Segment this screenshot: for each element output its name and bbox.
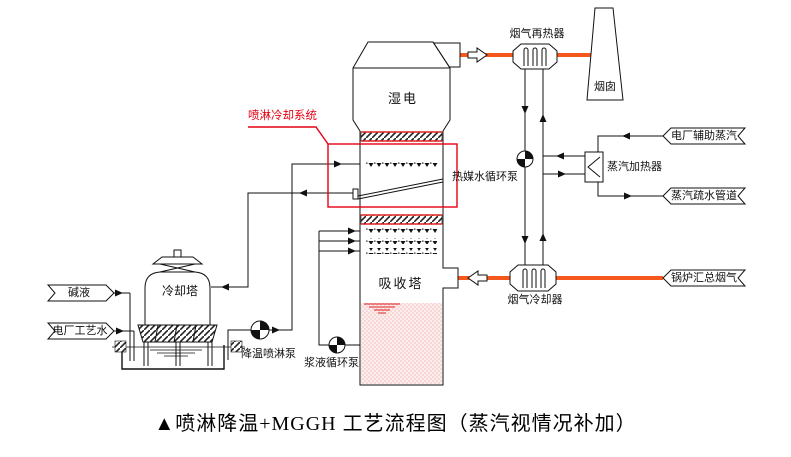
pipe-slurry-circuit bbox=[318, 230, 366, 346]
pipe-steam-drain bbox=[597, 182, 663, 197]
banner-aux-steam-shape bbox=[662, 127, 747, 145]
steam-heater-label: 蒸汽加热器 bbox=[607, 161, 662, 173]
slurry-pump-label: 浆液循环泵 bbox=[304, 357, 359, 369]
cooling-tower-louver bbox=[137, 324, 218, 343]
collector-tray bbox=[352, 178, 444, 200]
spray-cooling-system-label: 喷淋冷却系统 bbox=[248, 110, 317, 122]
reheater-coil bbox=[523, 47, 547, 66]
steam-heater-chevron bbox=[587, 156, 601, 178]
wet-esp-label: 湿电 bbox=[387, 91, 418, 106]
spray-cooling-pump-label: 降温喷淋泵 bbox=[241, 348, 296, 360]
reheater-label: 烟气再热器 bbox=[509, 28, 565, 40]
absorber-label: 吸收塔 bbox=[378, 276, 424, 291]
cooling-tower-label: 冷却塔 bbox=[161, 284, 198, 298]
cooler-label: 烟气冷却器 bbox=[507, 294, 563, 306]
steam-drain-banner-label: 蒸汽疏水管道 bbox=[671, 190, 737, 202]
ground-marks bbox=[112, 340, 245, 353]
red-leader-line bbox=[248, 126, 329, 145]
banner-alkali-shape bbox=[46, 284, 115, 302]
process-water-banner-label: 电厂工艺水 bbox=[52, 325, 108, 337]
cooler-coil bbox=[522, 268, 546, 288]
heat-media-pump-symbol bbox=[516, 150, 534, 168]
aux-steam-banner-label: 电厂辅助蒸汽 bbox=[671, 130, 737, 142]
figure-caption: ▲喷淋降温+MGGH 工艺流程图（蒸汽视情况补加） bbox=[154, 413, 637, 435]
cooling-tower bbox=[112, 249, 245, 370]
wet-esp-roof-slope bbox=[432, 41, 451, 69]
alkali-banner-label: 碱液 bbox=[68, 287, 90, 299]
cooling-tower-legs bbox=[143, 342, 213, 366]
cooling-tower-basin bbox=[121, 345, 225, 370]
chimney-shape bbox=[586, 7, 624, 101]
block-arrow-left-icon bbox=[467, 270, 488, 286]
spray-cooling-annotation bbox=[248, 126, 458, 208]
red-annotation-box bbox=[327, 143, 458, 208]
demister-band-2 bbox=[360, 214, 443, 225]
slurry-pump-symbol bbox=[328, 336, 346, 354]
banner-steam-drain-shape bbox=[662, 187, 747, 205]
demister-band-1 bbox=[360, 131, 443, 142]
heat-media-pump-label: 热媒水循环泵 bbox=[452, 171, 518, 183]
stream-banners bbox=[46, 127, 747, 340]
boiler-gas-banner-label: 锅炉汇总烟气 bbox=[671, 272, 737, 284]
pipe-spray-suction bbox=[227, 329, 251, 360]
banner-process-water-shape bbox=[46, 322, 115, 340]
flue-gas-cooler-exchanger bbox=[509, 264, 557, 292]
absorber-tower bbox=[352, 41, 461, 386]
pipe-spray-supply bbox=[269, 163, 360, 331]
spray-row-cooling bbox=[366, 162, 438, 168]
flow-arrows bbox=[115, 106, 632, 335]
slurry-pool bbox=[361, 303, 442, 384]
flue-gas-reheater-exchanger bbox=[512, 43, 558, 70]
steam-heater-exchanger bbox=[584, 151, 604, 183]
cooling-tower-fan bbox=[151, 249, 204, 273]
spray-row-3 bbox=[366, 248, 437, 254]
cooling-tower-body bbox=[144, 271, 211, 326]
spray-row-1 bbox=[366, 228, 437, 234]
banner-boiler-gas-shape bbox=[662, 269, 747, 287]
chimney-label: 烟囱 bbox=[594, 81, 616, 93]
spray-row-2 bbox=[366, 238, 437, 244]
pipe-aux-steam bbox=[597, 135, 663, 152]
block-arrow-right-icon bbox=[467, 47, 488, 63]
spray-cooling-pump-symbol bbox=[250, 320, 270, 340]
